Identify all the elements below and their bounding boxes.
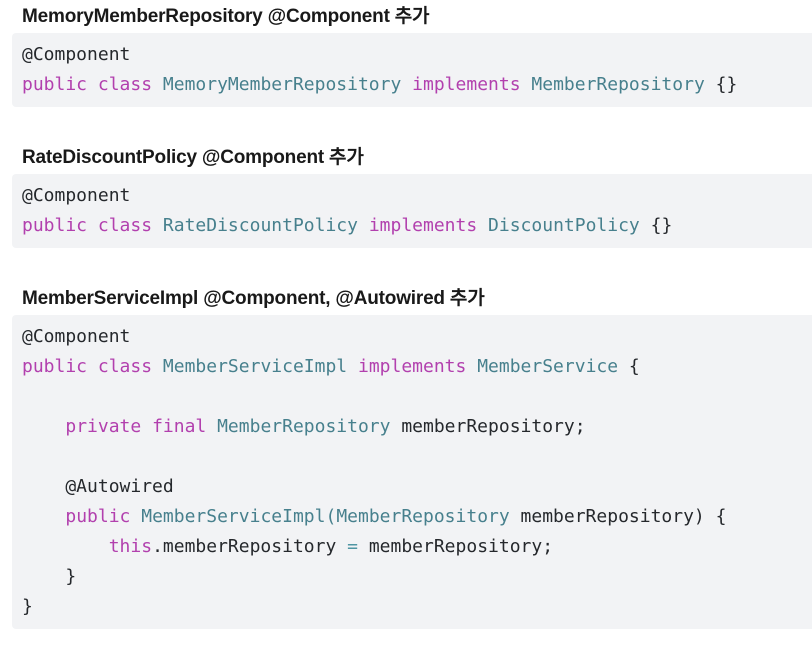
- code-line: @Component: [22, 326, 131, 347]
- code-line: public class MemberServiceImpl implement…: [22, 356, 640, 377]
- code-line: private final MemberRepository memberRep…: [65, 416, 586, 437]
- code-line: @Autowired: [22, 476, 174, 497]
- section-heading: MemberServiceImpl @Component, @Autowired…: [22, 288, 485, 309]
- code-line: }: [22, 566, 77, 587]
- code-line: public MemberServiceImpl(MemberRepositor…: [65, 506, 727, 527]
- document-page: MemoryMemberRepository @Component 추가 @Com…: [0, 6, 812, 655]
- code-line: public class RateDiscountPolicy implemen…: [22, 215, 673, 236]
- code-line: @Component: [22, 185, 131, 206]
- code-line: public class MemoryMemberRepository impl…: [22, 74, 738, 95]
- code-line: @Component: [22, 44, 131, 65]
- section-heading: MemoryMemberRepository @Component 추가: [22, 6, 430, 27]
- code-block: @Component public class MemberServiceImpl…: [12, 315, 812, 629]
- code-line: }: [22, 596, 33, 617]
- section-heading: RateDiscountPolicy @Component 추가: [22, 147, 364, 168]
- code-block: @Component public class RateDiscountPolic…: [12, 174, 812, 248]
- code-line: this.memberRepository = memberRepository…: [108, 536, 554, 557]
- code-line: [22, 382, 802, 412]
- code-line: [22, 442, 802, 472]
- code-block: @Component public class MemoryMemberRepos…: [12, 33, 812, 107]
